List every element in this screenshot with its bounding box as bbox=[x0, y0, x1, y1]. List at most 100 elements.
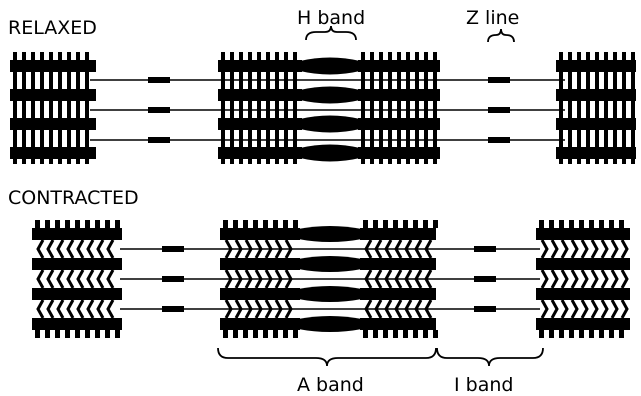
cross-bridge bbox=[383, 330, 388, 338]
chevron-mark bbox=[414, 299, 423, 319]
cross-bridge bbox=[577, 52, 581, 164]
chevron-mark bbox=[264, 299, 273, 319]
chevron-mark bbox=[590, 299, 599, 319]
contracted-label: CONTRACTED bbox=[8, 187, 139, 209]
cross-bridge bbox=[45, 220, 50, 228]
cross-bridge bbox=[253, 220, 258, 228]
chevron-mark bbox=[414, 269, 423, 289]
thick-filament-bar bbox=[218, 60, 302, 72]
chevron-mark bbox=[274, 239, 283, 259]
cross-bridge bbox=[589, 330, 594, 338]
cross-bridge bbox=[595, 52, 599, 164]
chevron-mark bbox=[550, 239, 559, 259]
cross-bridge bbox=[35, 330, 40, 338]
cross-bridge bbox=[599, 220, 604, 228]
cross-bridge bbox=[586, 52, 590, 164]
h-band-zone bbox=[300, 115, 360, 133]
chevron-mark bbox=[244, 239, 253, 259]
cross-bridge bbox=[293, 330, 298, 338]
cross-bridge bbox=[45, 330, 50, 338]
chevron-mark bbox=[404, 269, 413, 289]
cross-bridge-block bbox=[32, 220, 122, 338]
z-line-segment bbox=[488, 107, 510, 113]
cross-bridge bbox=[406, 52, 410, 164]
chevron-mark bbox=[620, 299, 629, 319]
cross-bridge bbox=[223, 330, 228, 338]
thick-filament-block bbox=[218, 52, 302, 164]
chevron-mark bbox=[570, 299, 579, 319]
chevron-mark bbox=[76, 299, 85, 319]
chevron-mark bbox=[394, 269, 403, 289]
cross-bridge bbox=[243, 220, 248, 228]
chevron-mark bbox=[364, 269, 373, 289]
thick-filament-bar bbox=[32, 288, 122, 300]
chevron-mark bbox=[86, 269, 95, 289]
cross-bridge bbox=[559, 330, 564, 338]
chevron-mark bbox=[224, 269, 233, 289]
cross-bridge bbox=[253, 330, 258, 338]
cross-bridge bbox=[393, 330, 398, 338]
chevron-mark bbox=[254, 269, 263, 289]
z-line-segment bbox=[162, 276, 184, 282]
cross-bridge bbox=[613, 52, 617, 164]
chevron-mark bbox=[234, 299, 243, 319]
cross-bridge bbox=[622, 52, 626, 164]
thick-filament-bar bbox=[556, 118, 636, 130]
thick-filament-bar bbox=[556, 60, 636, 72]
thick-filament-bar bbox=[218, 147, 302, 159]
cross-bridge bbox=[361, 52, 365, 164]
chevron-mark bbox=[610, 269, 619, 289]
chevron-mark bbox=[560, 269, 569, 289]
cross-bridge bbox=[55, 220, 60, 228]
chevron-mark bbox=[364, 239, 373, 259]
cross-bridge bbox=[263, 220, 268, 228]
thick-filament-bar bbox=[220, 228, 300, 240]
cross-bridge bbox=[388, 52, 392, 164]
z-line-label: Z line bbox=[466, 7, 519, 29]
cross-bridge bbox=[105, 330, 110, 338]
chevron-mark bbox=[244, 269, 253, 289]
chevron-mark bbox=[424, 299, 433, 319]
cross-bridge bbox=[589, 220, 594, 228]
chevron-mark bbox=[550, 269, 559, 289]
cross-bridge bbox=[273, 330, 278, 338]
chevron-mark bbox=[384, 239, 393, 259]
chevron-mark bbox=[86, 299, 95, 319]
chevron-mark bbox=[66, 269, 75, 289]
thick-filament-bar bbox=[358, 118, 440, 130]
chevron-mark bbox=[284, 299, 293, 319]
chevron-mark bbox=[96, 269, 105, 289]
cross-bridge bbox=[257, 52, 261, 164]
cross-bridge bbox=[75, 330, 80, 338]
cross-bridge bbox=[65, 330, 70, 338]
cross-bridge bbox=[397, 52, 401, 164]
thick-filament-bar bbox=[358, 147, 440, 159]
cross-bridge bbox=[75, 220, 80, 228]
cross-bridge bbox=[284, 52, 288, 164]
z-line-segment bbox=[148, 77, 170, 83]
cross-bridge bbox=[293, 52, 297, 164]
z-line-segment bbox=[474, 276, 496, 282]
cross-bridge bbox=[22, 52, 26, 164]
thick-filament-bar bbox=[220, 258, 300, 270]
cross-bridge bbox=[115, 220, 120, 228]
relaxed-label: RELAXED bbox=[8, 17, 97, 39]
chevron-mark bbox=[600, 299, 609, 319]
chevron-mark bbox=[590, 269, 599, 289]
chevron-mark bbox=[284, 269, 293, 289]
cross-bridge bbox=[58, 52, 62, 164]
chevron-mark bbox=[580, 269, 589, 289]
cross-bridge bbox=[549, 330, 554, 338]
chevron-mark bbox=[540, 239, 549, 259]
h-band-zone bbox=[298, 286, 362, 302]
z-line-segment bbox=[474, 246, 496, 252]
h-band-label: H band bbox=[297, 7, 365, 29]
cross-bridge bbox=[31, 52, 35, 164]
chevron-mark bbox=[76, 269, 85, 289]
chevron-mark bbox=[36, 239, 45, 259]
cross-bridge bbox=[283, 330, 288, 338]
chevron-mark bbox=[274, 299, 283, 319]
chevron-mark bbox=[254, 239, 263, 259]
thick-filament-bar bbox=[536, 258, 630, 270]
chevron-mark bbox=[106, 239, 115, 259]
